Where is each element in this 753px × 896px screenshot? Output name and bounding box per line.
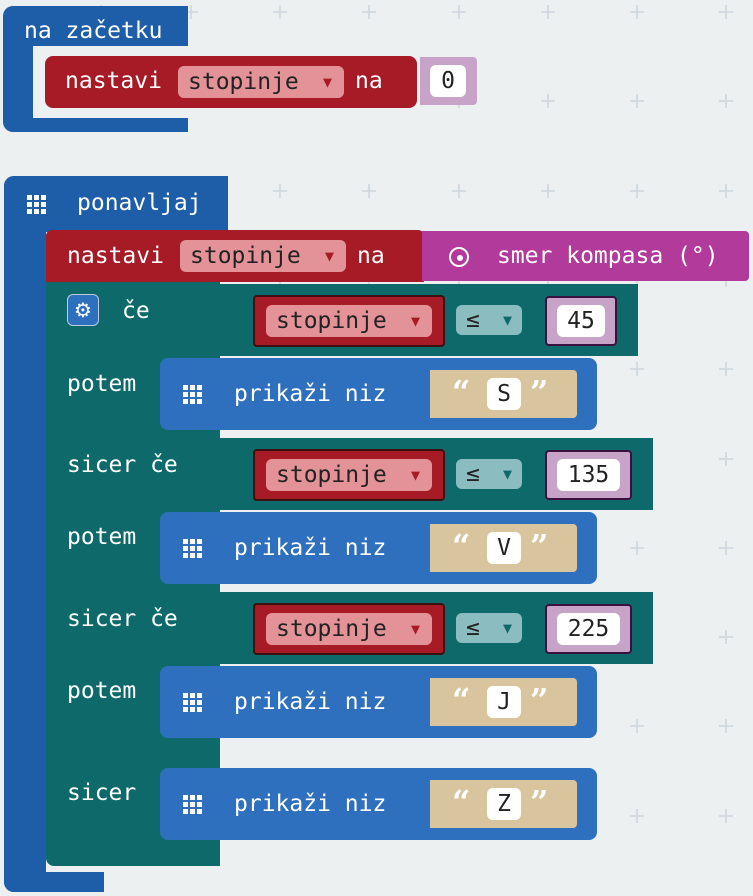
else-if-label-2: sicer če	[67, 606, 178, 632]
then-label-3: potem	[67, 678, 137, 704]
grid-cross	[630, 362, 644, 376]
led-grid-icon	[183, 539, 202, 558]
grid-cross	[719, 809, 733, 823]
else-label: sicer	[67, 780, 137, 806]
dropdown-arrow-icon: ▼	[502, 619, 512, 637]
grid-cross	[719, 452, 733, 466]
number-input[interactable]: 0	[430, 65, 466, 97]
grid-cross	[630, 809, 644, 823]
show-string-label: prikaži niz	[234, 381, 387, 407]
close-quote-icon: ”	[530, 527, 549, 565]
set-connector: na	[355, 68, 383, 94]
grid-cross	[362, 184, 376, 198]
variable-dropdown[interactable]: stopinje ▼	[266, 305, 432, 337]
dropdown-arrow-icon: ▼	[502, 465, 512, 483]
close-quote-icon: ”	[530, 681, 549, 719]
grid-cross	[541, 184, 555, 198]
led-grid-icon	[183, 693, 202, 712]
show-string-label: prikaži niz	[234, 791, 387, 817]
number-input[interactable]: 135	[557, 459, 620, 491]
grid-cross	[273, 5, 287, 19]
dropdown-arrow-icon: ▼	[322, 73, 332, 91]
operator-dropdown[interactable]: ≤ ▼	[456, 305, 522, 335]
number-input[interactable]: 225	[557, 613, 620, 645]
compass-heading-block[interactable]	[422, 231, 749, 281]
open-quote-icon: “	[452, 681, 471, 719]
grid-cross	[719, 630, 733, 644]
grid-cross	[630, 184, 644, 198]
led-grid-icon	[27, 195, 46, 214]
grid-cross	[719, 362, 733, 376]
open-quote-icon: “	[452, 373, 471, 411]
grid-cross	[719, 184, 733, 198]
settings-gear-icon[interactable]: ⚙	[67, 294, 99, 326]
dropdown-arrow-icon: ▼	[410, 312, 420, 330]
operator-dropdown[interactable]: ≤ ▼	[456, 613, 522, 643]
grid-cross	[273, 184, 287, 198]
grid-cross	[630, 719, 644, 733]
number-input[interactable]: 45	[557, 305, 605, 337]
set-connector: na	[357, 243, 385, 269]
show-string-label: prikaži niz	[234, 535, 387, 561]
dropdown-arrow-icon: ▼	[502, 311, 512, 329]
close-quote-icon: ”	[530, 783, 549, 821]
compass-target-icon	[449, 247, 469, 267]
if-label: če	[122, 298, 150, 324]
string-input[interactable]: Z	[487, 788, 521, 820]
else-if-label-1: sicer če	[67, 452, 178, 478]
led-grid-icon	[183, 385, 202, 404]
open-quote-icon: “	[452, 527, 471, 565]
grid-cross	[362, 5, 376, 19]
grid-cross	[719, 5, 733, 19]
close-quote-icon: ”	[530, 373, 549, 411]
variable-dropdown[interactable]: stopinje ▼	[178, 66, 344, 98]
grid-cross	[719, 541, 733, 555]
led-grid-icon	[183, 795, 202, 814]
then-label-2: potem	[67, 524, 137, 550]
grid-cross	[719, 719, 733, 733]
grid-cross	[541, 94, 555, 108]
string-input[interactable]: V	[487, 532, 521, 564]
grid-cross	[541, 5, 555, 19]
then-label-1: potem	[67, 371, 137, 397]
string-input[interactable]: J	[487, 686, 521, 718]
grid-cross	[630, 94, 644, 108]
dropdown-arrow-icon: ▼	[324, 247, 334, 265]
set-keyword: nastavi	[65, 68, 162, 94]
operator-dropdown[interactable]: ≤ ▼	[456, 459, 522, 489]
compass-heading-label: smer kompasa (°)	[497, 243, 719, 269]
grid-cross	[452, 5, 466, 19]
set-keyword: nastavi	[67, 243, 164, 269]
dropdown-arrow-icon: ▼	[410, 620, 420, 638]
show-string-label: prikaži niz	[234, 689, 387, 715]
open-quote-icon: “	[452, 783, 471, 821]
variable-dropdown[interactable]: stopinje ▼	[180, 240, 346, 272]
variable-dropdown[interactable]: stopinje ▼	[266, 459, 432, 491]
grid-cross	[452, 184, 466, 198]
grid-cross	[630, 5, 644, 19]
string-input[interactable]: S	[487, 378, 521, 410]
grid-cross	[719, 94, 733, 108]
dropdown-arrow-icon: ▼	[410, 466, 420, 484]
grid-cross	[630, 541, 644, 555]
variable-dropdown[interactable]: stopinje ▼	[266, 613, 432, 645]
on-start-label: na začetku	[24, 18, 163, 44]
forever-label: ponavljaj	[77, 190, 202, 216]
